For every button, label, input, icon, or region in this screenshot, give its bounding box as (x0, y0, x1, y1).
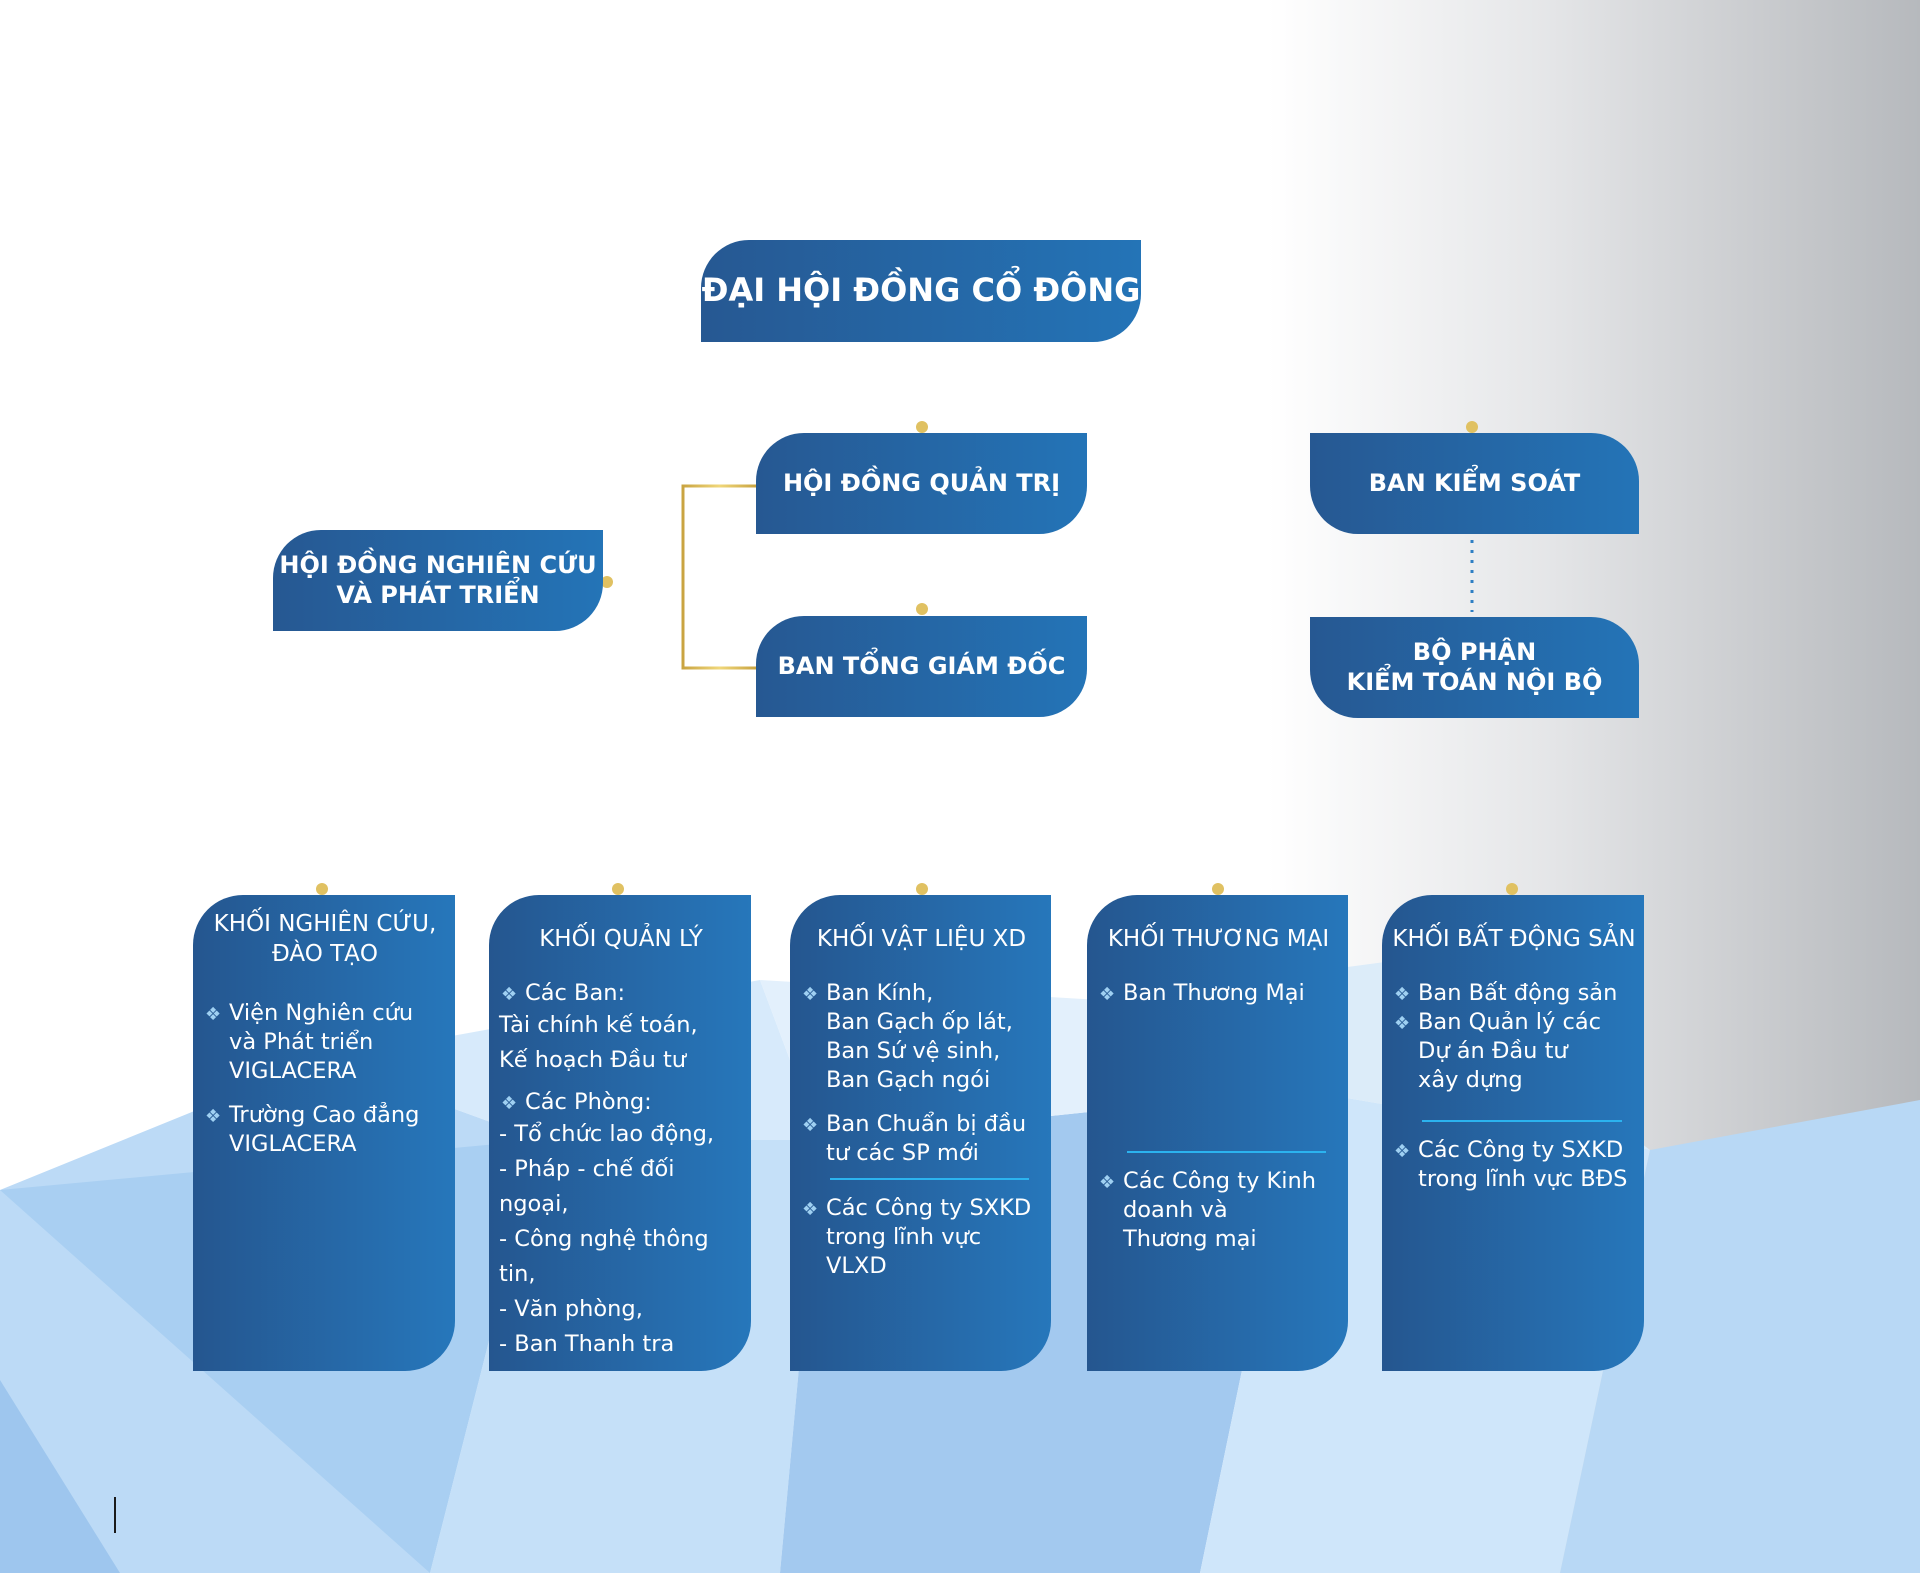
real-estate-block: KHỐI BẤT ĐỘNG SẢN ❖ Ban Bất động sản ❖ B… (1382, 895, 1644, 1371)
diamond-bullet-icon: ❖ (802, 1199, 819, 1220)
separator-line (1127, 1151, 1326, 1153)
shareholders-label: ĐẠI HỘI ĐỒNG CỔ ĐÔNG (701, 271, 1141, 310)
research-council-label-1: HỘI ĐỒNG NGHIÊN CỨU (279, 551, 597, 580)
list-item: ❖ Ban Kính, Ban Gạch ốp lát, Ban Sứ vệ s… (802, 980, 1013, 1093)
research-council-label-2: VÀ PHÁT TRIỂN (336, 580, 540, 609)
phongs-list: - Tổ chức lao động, - Pháp - chế đối ngo… (499, 1121, 715, 1357)
management-block: KHỐI QUẢN LÝ ❖ Các Ban: Tài chính kế toá… (489, 895, 751, 1371)
construction-materials-block: KHỐI VẬT LIỆU XD ❖ Ban Kính, Ban Gạch ốp… (790, 895, 1051, 1371)
diamond-bullet-icon: ❖ (1394, 984, 1411, 1005)
list-item: ❖ Ban Quản lý các Dự án Đầu tư xây dựng (1394, 1009, 1602, 1093)
list-item: ❖ Ban Thương Mại (1097, 979, 1340, 1139)
diamond-bullet-icon: ❖ (1394, 1013, 1411, 1034)
diamond-bullet-icon: ❖ (501, 984, 518, 1005)
list-item: ❖ Các Công ty Kinh doanh và Thương mại (1099, 1168, 1317, 1252)
list-item: ❖ Viện Nghiên cứu và Phát triển VIGLACER… (205, 1000, 414, 1084)
ceo-box: BAN TỔNG GIÁM ĐỐC (756, 616, 1087, 717)
diamond-bullet-icon: ❖ (205, 1004, 222, 1025)
trade-block: KHỐI THƯƠNG MẠI ❖ Ban Thương Mại ❖ Các C… (1087, 895, 1348, 1371)
research-training-title: KHỐI NGHIÊN CỨU, ĐÀO TẠO (213, 911, 437, 967)
bans-list: Tài chính kế toán, Kế hoạch Đầu tư (499, 1012, 698, 1073)
internal-audit-label-1: BỘ PHẬN (1412, 638, 1537, 667)
list-item: ❖ Các Ban: (499, 979, 743, 1008)
separator-line (830, 1178, 1029, 1180)
list-item: ❖ Ban Bất động sản (1392, 979, 1636, 1008)
list-item: ❖ Các Công ty SXKD trong lĩnh vực BĐS (1394, 1137, 1628, 1192)
research-council-box: HỘI ĐỒNG NGHIÊN CỨU VÀ PHÁT TRIỂN (273, 530, 603, 631)
board-box: HỘI ĐỒNG QUẢN TRỊ (756, 433, 1087, 534)
page-marker-bar (114, 1497, 116, 1533)
supervisory-box: BAN KIỂM SOÁT (1310, 433, 1639, 534)
diamond-bullet-icon: ❖ (205, 1106, 222, 1127)
diamond-bullet-icon: ❖ (1099, 1172, 1116, 1193)
internal-audit-label-2: KIỂM TOÁN NỘI BỘ (1346, 667, 1603, 696)
list-item: ❖ Các Công ty SXKD trong lĩnh vực VLXD (802, 1195, 1032, 1279)
diamond-bullet-icon: ❖ (1394, 1141, 1411, 1162)
board-label: HỘI ĐỒNG QUẢN TRỊ (782, 468, 1061, 497)
list-item: ❖ Ban Chuẩn bị đầu tư các SP mới (802, 1111, 1027, 1166)
diamond-bullet-icon: ❖ (802, 1115, 819, 1136)
ceo-label: BAN TỔNG GIÁM ĐỐC (777, 651, 1066, 680)
shareholders-box: ĐẠI HỘI ĐỒNG CỔ ĐÔNG (701, 240, 1141, 342)
list-item: ❖ Các Phòng: (499, 1088, 743, 1117)
list-item: ❖ Trường Cao đẳng VIGLACERA (205, 1102, 420, 1157)
diamond-bullet-icon: ❖ (1099, 984, 1116, 1005)
construction-materials-title: KHỐI VẬT LIỆU XD (816, 926, 1027, 952)
diamond-bullet-icon: ❖ (501, 1093, 518, 1114)
trade-title: KHỐI THƯƠNG MẠI (1107, 926, 1330, 952)
separator-line (1422, 1120, 1622, 1122)
management-title: KHỐI QUẢN LÝ (539, 926, 703, 952)
diamond-bullet-icon: ❖ (802, 984, 819, 1005)
real-estate-title: KHỐI BẤT ĐỘNG SẢN (1392, 926, 1636, 952)
research-training-block: KHỐI NGHIÊN CỨU, ĐÀO TẠO ❖ Viện Nghiên c… (193, 895, 455, 1371)
supervisory-label: BAN KIỂM SOÁT (1368, 468, 1581, 497)
internal-audit-box: BỘ PHẬN KIỂM TOÁN NỘI BỘ (1310, 617, 1639, 718)
